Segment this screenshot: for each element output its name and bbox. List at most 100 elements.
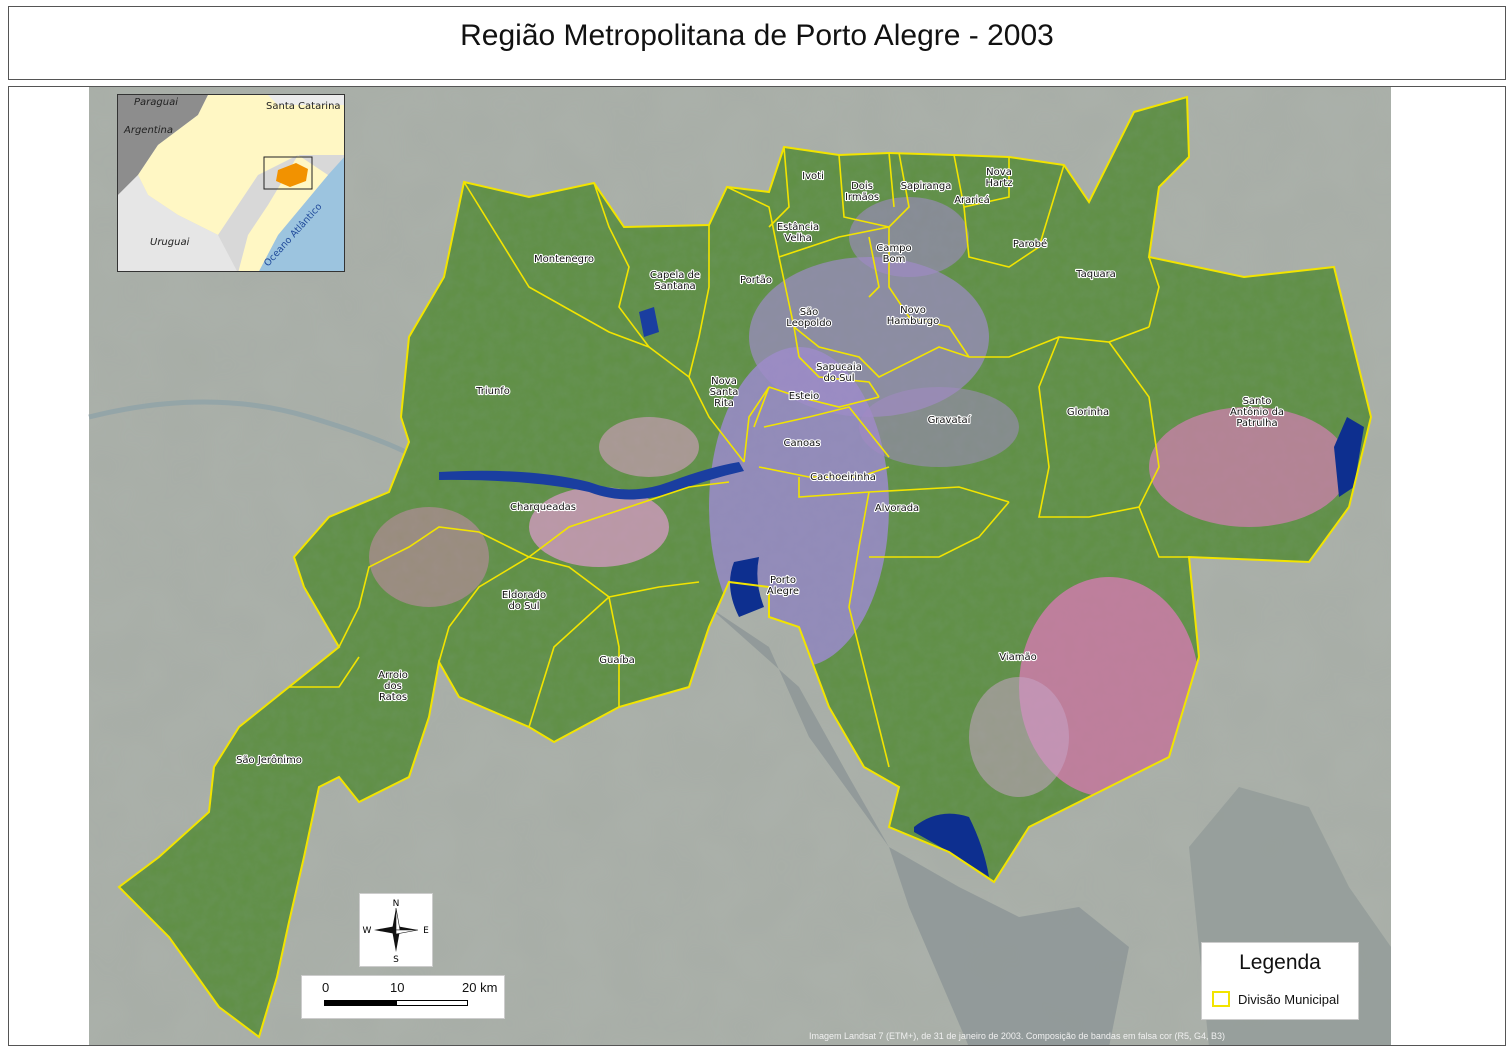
inset-label-paraguai: Paraguai: [134, 97, 178, 108]
municipality-label-line: Sapucaia: [816, 362, 862, 373]
municipality-label-line: Ivoti: [802, 171, 824, 182]
municipality-label-line: Portão: [740, 275, 772, 286]
lagoa-dos-barros: [1334, 417, 1364, 497]
legend-swatch-boundary: [1212, 991, 1230, 1007]
municipality-label-line: Cachoeirinha: [810, 472, 876, 483]
north-arrow: N S E W: [359, 893, 433, 967]
municipality-label-line: Eldorado: [502, 590, 546, 601]
inset-label-santa-catarina: Santa Catarina: [266, 101, 341, 112]
municipality-label-portao: Portão: [740, 275, 772, 286]
jacui-river: [439, 462, 744, 500]
title-frame: Região Metropolitana de Porto Alegre - 2…: [8, 6, 1506, 80]
municipality-label-line: Novo: [900, 305, 926, 316]
map-title: Região Metropolitana de Porto Alegre - 2…: [460, 19, 1054, 52]
municipality-label-ararica: Araricá: [954, 194, 990, 206]
municipality-label-taquara: Taquara: [1075, 269, 1116, 280]
compass-s: S: [393, 955, 399, 965]
inset-svg: Paraguai Santa Catarina Argentina Urugua…: [118, 95, 344, 271]
compass-rose-icon: N S E W: [363, 899, 430, 965]
municipality-label-line: Santa: [710, 387, 739, 398]
municipality-label-line: Nova: [986, 167, 1012, 178]
municipality-label-guaiba: Guaíba: [599, 654, 634, 666]
municipality-label-line: Gravataí: [928, 414, 972, 426]
municipality-label-line: Leopoldo: [786, 318, 831, 329]
municipality-label-line: Sapiranga: [901, 181, 952, 192]
municipality-label-line: Irmãos: [845, 192, 879, 203]
inset-uruguai: [118, 175, 237, 271]
municipality-label-line: Glorinha: [1067, 407, 1109, 418]
municipality-label-line: Dois: [851, 181, 873, 192]
municipality-label-line: São: [800, 307, 819, 318]
municipality-label-line: Esteio: [789, 391, 820, 402]
legend: Legenda Divisão Municipal: [1201, 942, 1359, 1020]
municipality-label-ivoti: Ivoti: [802, 171, 824, 182]
municipality-label-line: Patrulha: [1236, 418, 1277, 429]
municipality-label-line: Ratos: [379, 692, 407, 703]
scale-segment-1: [324, 1000, 396, 1006]
image-credit: Imagem Landsat 7 (ETM+), de 31 de janeir…: [809, 1031, 1225, 1041]
municipality-label-line: Porto: [770, 575, 796, 586]
inset-label-uruguai: Uruguai: [150, 237, 190, 248]
municipality-label-line: do Sul: [823, 373, 854, 384]
municipality-label-esteio: Esteio: [789, 391, 820, 402]
inset-label-argentina: Argentina: [123, 125, 173, 136]
municipality-label-line: Viamão: [999, 652, 1037, 663]
scale-tick-20: 20 km: [462, 980, 498, 995]
municipality-label-line: Alvorada: [875, 503, 919, 514]
municipality-label-line: Nova: [711, 376, 737, 387]
legend-title: Legenda: [1239, 951, 1321, 974]
municipal-boundaries: [289, 146, 1189, 768]
inset-rmpa-highlight: [276, 163, 308, 187]
municipality-label-line: Rita: [714, 398, 734, 409]
municipality-label-line: Estância: [777, 221, 819, 233]
inset-locator-map: Paraguai Santa Catarina Argentina Urugua…: [117, 94, 345, 272]
municipality-label-line: do Sul: [508, 601, 539, 612]
municipality-label-line: Parobé: [1013, 238, 1047, 250]
scale-tick-10: 10: [390, 980, 405, 995]
municipality-label-line: Montenegro: [534, 254, 594, 265]
municipality-label-line: Santana: [654, 281, 695, 292]
compass-e: E: [423, 926, 429, 936]
municipality-label-line: Guaíba: [599, 654, 634, 666]
legend-item-label: Divisão Municipal: [1238, 992, 1340, 1007]
municipality-label-montenegro: Montenegro: [534, 254, 594, 265]
municipality-label-line: Taquara: [1075, 269, 1116, 280]
municipality-label-line: Bom: [883, 254, 906, 265]
scale-tick-0: 0: [322, 980, 330, 995]
municipality-label-line: Canoas: [784, 438, 821, 449]
small-reservoir: [639, 307, 659, 337]
municipality-label-line: Hamburgo: [887, 316, 939, 327]
municipality-label-cachoeirinha: Cachoeirinha: [810, 472, 876, 483]
municipality-label-sao-jeronimo: São Jerônimo: [236, 754, 302, 766]
municipality-label-charqueadas: Charqueadas: [510, 502, 576, 513]
scale-segment-2: [396, 1000, 468, 1006]
municipality-label-line: Antônio da: [1230, 406, 1284, 418]
municipality-label-glorinha: Glorinha: [1067, 407, 1109, 418]
municipality-label-line: Arroio: [378, 670, 408, 681]
scale-bar: 0 10 20 km: [301, 975, 505, 1019]
municipality-label-line: Hartz: [986, 178, 1013, 189]
municipality-label-gravatai: Gravataí: [928, 414, 972, 426]
municipality-label-line: dos: [384, 681, 402, 692]
municipality-label-parobe: Parobé: [1013, 238, 1047, 250]
guaiba-inlet: [730, 557, 764, 617]
inset-coast: [238, 155, 328, 271]
lagoa-water-background: [709, 607, 1129, 1045]
municipality-label-line: Charqueadas: [510, 502, 576, 513]
inset-focus-box: [263, 156, 313, 190]
